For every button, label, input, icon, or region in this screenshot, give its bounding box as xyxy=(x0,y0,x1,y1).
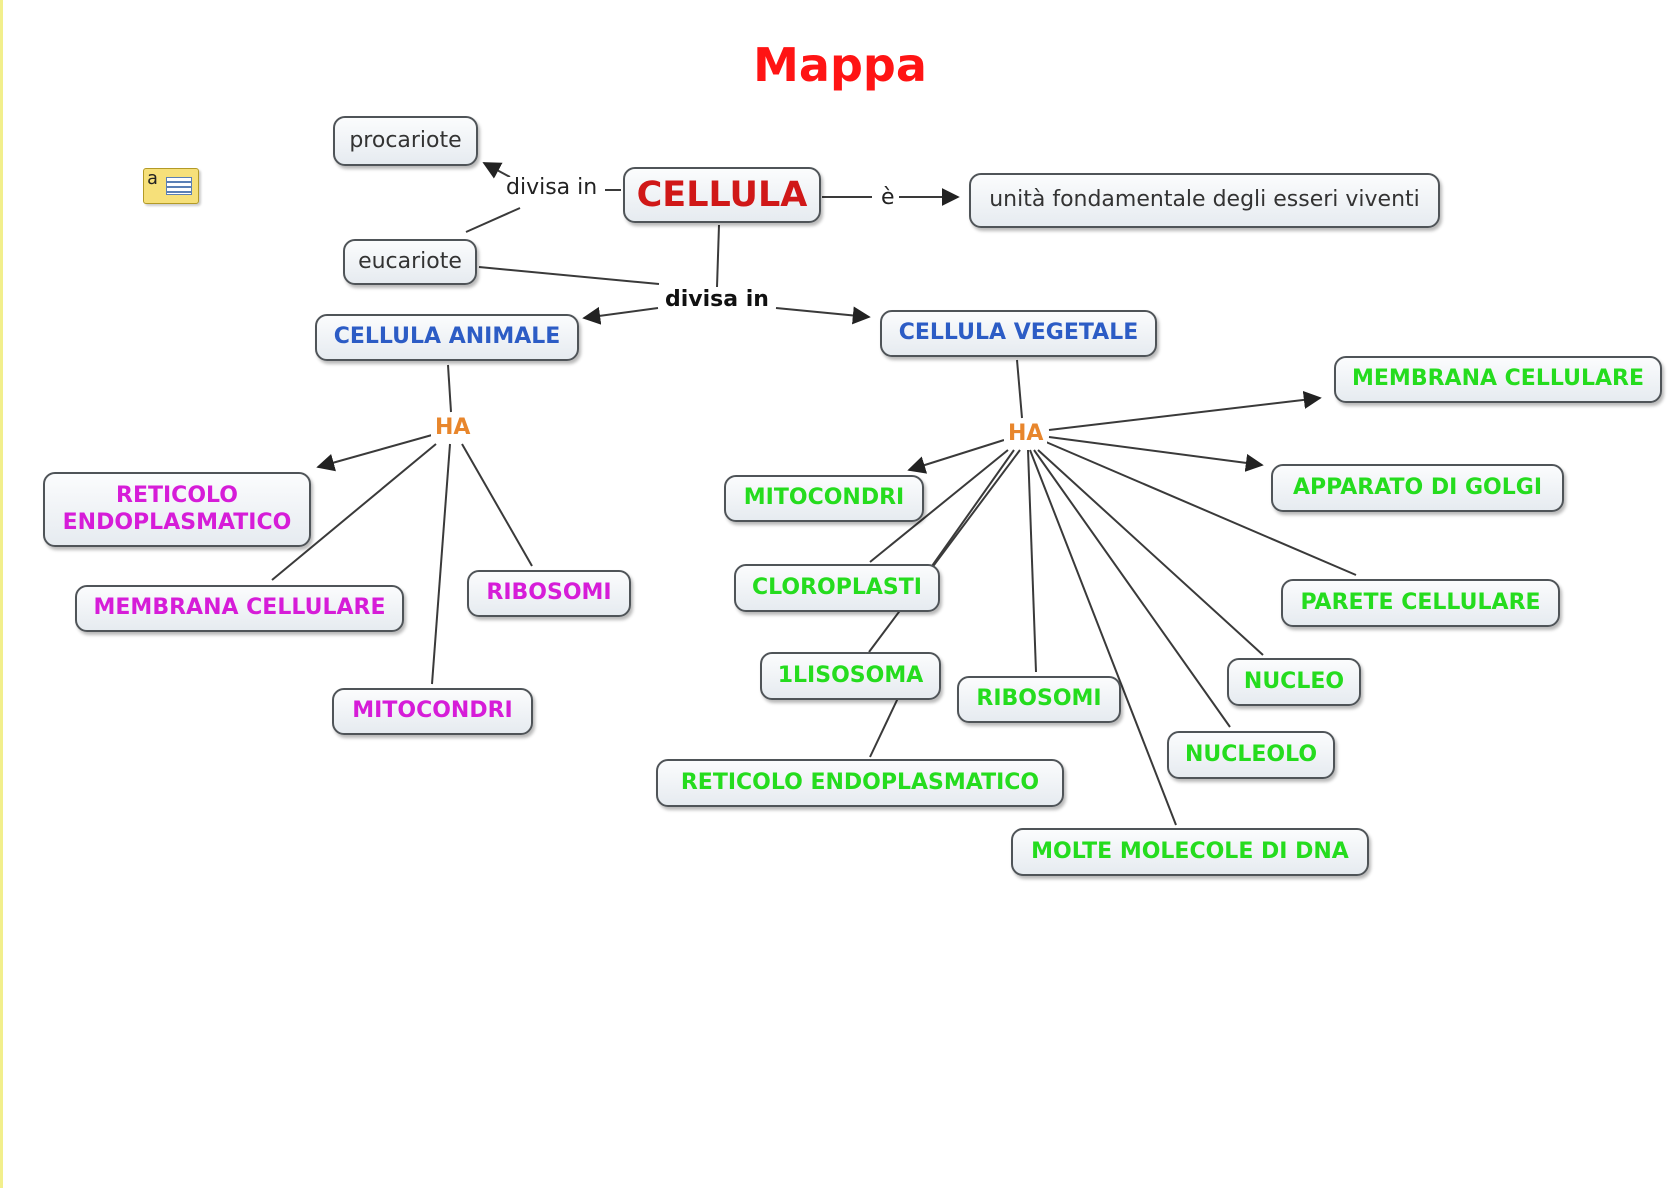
node-unita[interactable]: unità fondamentale degli esseri viventi xyxy=(969,173,1440,228)
line-ha-v-nucleo xyxy=(1037,449,1264,656)
node-vegetale-ribosomi[interactable]: RIBOSOMI xyxy=(957,676,1121,723)
line-ha-v-cloroplasti xyxy=(869,449,1009,563)
node-procariote[interactable]: procariote xyxy=(333,116,478,166)
line-divisa2-vegetale xyxy=(775,306,871,325)
node-vegetale-lisosoma[interactable]: 1LISOSOMA xyxy=(760,652,941,700)
page-edge xyxy=(0,0,3,1188)
line-ha-v-dna xyxy=(1029,449,1177,826)
node-vegetale-membrana[interactable]: MEMBRANA CELLULARE xyxy=(1334,356,1662,403)
line-ha-ribosomi xyxy=(461,443,533,567)
line-vegetale-ha xyxy=(1016,359,1023,419)
node-vegetale-mitocondri[interactable]: MITOCONDRI xyxy=(724,475,924,522)
line-divisa2-animale xyxy=(582,306,659,325)
line-animale-ha xyxy=(447,364,452,413)
page-title: Mappa xyxy=(753,38,927,92)
node-cellula[interactable]: CELLULA xyxy=(623,167,821,223)
link-label-ha-vegetale: HA xyxy=(1004,423,1048,445)
note-icon[interactable]: a xyxy=(143,168,199,204)
line-ha-v-nucleolo xyxy=(1033,449,1231,728)
line-ha-v-cloroplasti2 xyxy=(931,449,1015,567)
line-ha-v-golgi xyxy=(1048,436,1264,472)
line-eucariote-divisa2 xyxy=(478,266,660,285)
node-vegetale-reticolo[interactable]: RETICOLO ENDOPLASMATICO xyxy=(656,759,1064,807)
line-cellula-divisa2 xyxy=(716,224,720,288)
line-ha-v-mitocondri xyxy=(907,439,1005,474)
node-vegetale-parete[interactable]: PARETE CELLULARE xyxy=(1281,579,1560,627)
line-ha-v-ribosomi xyxy=(1027,449,1037,673)
node-eucariote[interactable]: eucariote xyxy=(343,239,477,285)
link-label-divisa-in-2: divisa in xyxy=(661,289,773,311)
node-vegetale-nucleolo[interactable]: NUCLEOLO xyxy=(1167,731,1335,779)
line-divisa1-procariote xyxy=(482,162,511,179)
node-cellula-vegetale[interactable]: CELLULA VEGETALE xyxy=(880,310,1157,357)
node-animale-ribosomi[interactable]: RIBOSOMI xyxy=(467,570,631,617)
link-label-ha-animale: HA xyxy=(431,417,475,439)
note-lines-glyph xyxy=(166,177,192,195)
line-ha-v-parete xyxy=(1045,441,1357,576)
line-ha-mitocondri xyxy=(431,443,451,685)
link-label-divisa-in-1: divisa in xyxy=(502,177,602,199)
line-ha-reticolo xyxy=(316,434,433,472)
node-vegetale-nucleo[interactable]: NUCLEO xyxy=(1227,658,1361,706)
line-ha-v-reticolo xyxy=(869,697,899,758)
line-ha-membrana xyxy=(271,443,437,581)
node-animale-reticolo[interactable]: RETICOLO ENDOPLASMATICO xyxy=(43,472,311,547)
node-vegetale-golgi[interactable]: APPARATO DI GOLGI xyxy=(1271,464,1564,512)
note-letter-glyph: a xyxy=(147,168,158,189)
line-ha-v-lisosoma xyxy=(868,449,1021,653)
node-vegetale-dna[interactable]: MOLTE MOLECOLE DI DNA xyxy=(1011,828,1369,876)
node-animale-mitocondri[interactable]: MITOCONDRI xyxy=(332,688,533,735)
node-vegetale-cloroplasti[interactable]: CLOROPLASTI xyxy=(734,564,940,612)
line-ha-v-membrana xyxy=(1048,390,1322,431)
line-divisa1-eucariote xyxy=(465,207,521,233)
node-cellula-animale[interactable]: CELLULA ANIMALE xyxy=(315,314,579,361)
node-animale-membrana[interactable]: MEMBRANA CELLULARE xyxy=(75,585,404,632)
link-label-e: è xyxy=(877,187,899,209)
